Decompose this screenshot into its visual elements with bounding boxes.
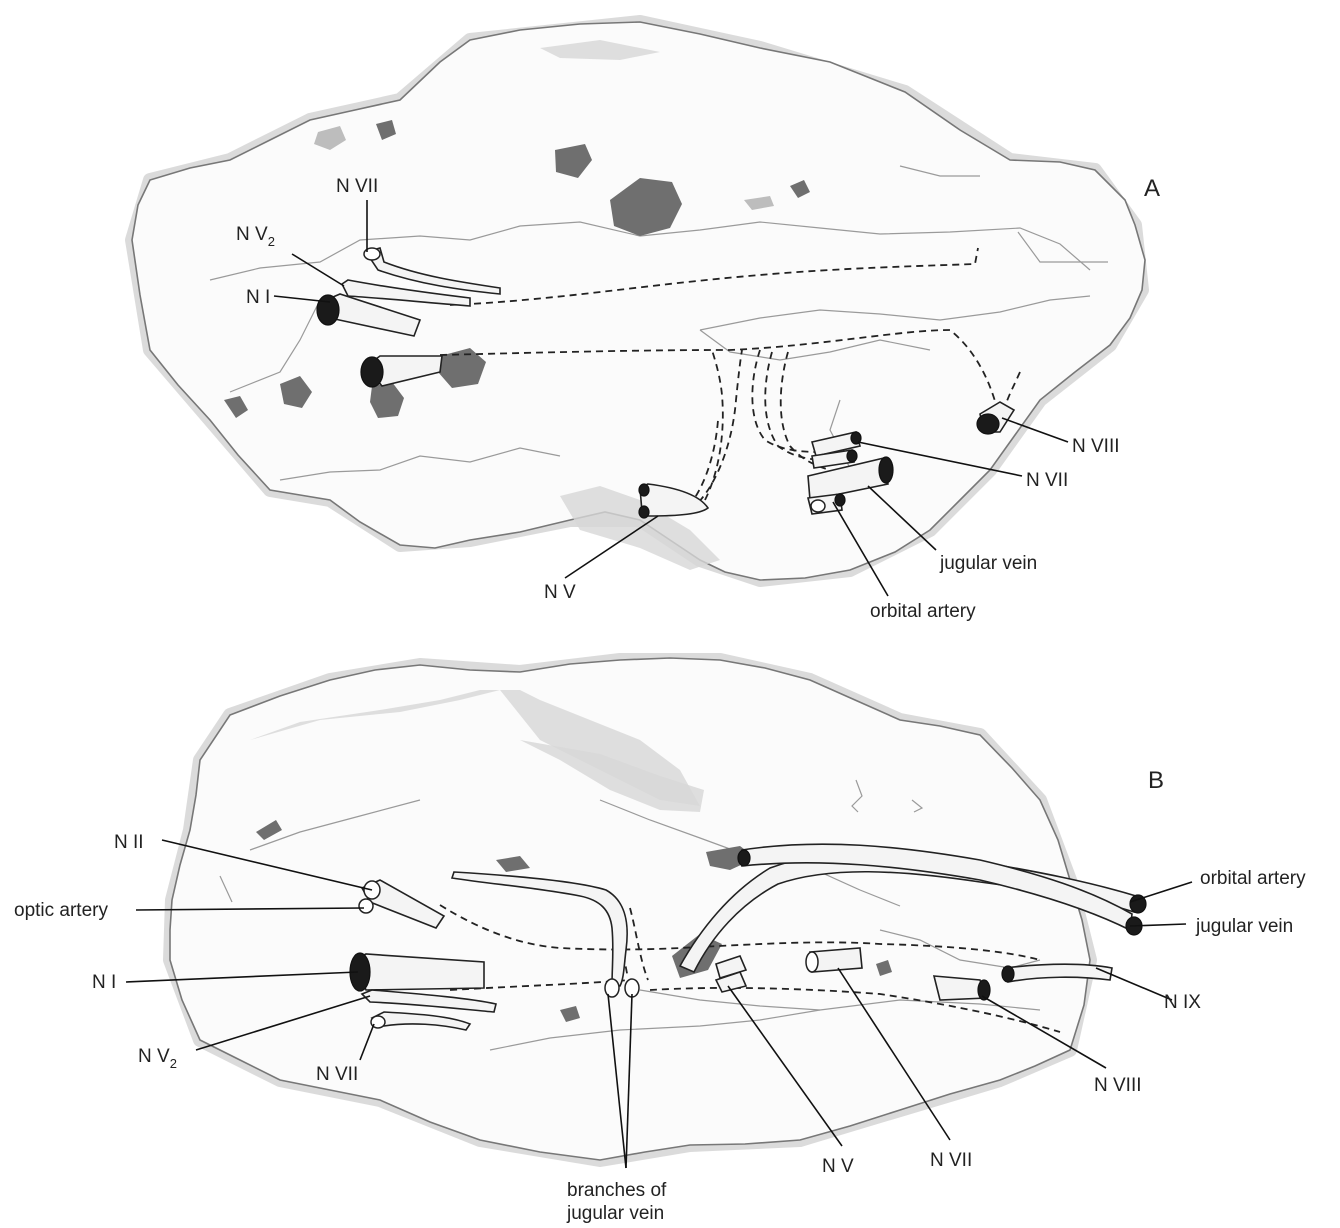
label-jugular-vein: jugular vein xyxy=(939,553,1037,574)
panel-letter-b: B xyxy=(1148,767,1164,794)
panel-a: A N VII N V2 N I N VIII N VII jugular ve… xyxy=(132,22,1160,622)
label-n-ix: N IX xyxy=(1164,992,1201,1013)
panel-b: B N II optic artery N I N V2 N VII branc… xyxy=(14,658,1306,1224)
label-branches-line1: branches of xyxy=(567,1180,667,1201)
label-orbital-artery: orbital artery xyxy=(1200,868,1306,889)
label-n-vii-left: N VII xyxy=(316,1064,358,1085)
label-n-viii: N VIII xyxy=(1094,1075,1142,1096)
label-n-ii: N II xyxy=(114,832,144,853)
label-optic-artery: optic artery xyxy=(14,900,108,921)
label-n-i: N I xyxy=(92,972,116,993)
label-n-v: N V xyxy=(544,582,576,603)
label-n-v2: N V2 xyxy=(138,1046,177,1071)
label-jugular-vein: jugular vein xyxy=(1195,916,1293,937)
label-n-viii: N VIII xyxy=(1072,436,1120,457)
label-n-vii: N VII xyxy=(930,1150,972,1171)
label-n-i: N I xyxy=(246,287,270,308)
label-n-vii-top: N VII xyxy=(336,176,378,197)
label-orbital-artery: orbital artery xyxy=(870,601,976,622)
label-branches-line2: jugular vein xyxy=(566,1203,664,1224)
label-n-vii-right: N VII xyxy=(1026,470,1068,491)
label-n-v: N V xyxy=(822,1156,854,1177)
panel-letter-a: A xyxy=(1144,175,1160,202)
